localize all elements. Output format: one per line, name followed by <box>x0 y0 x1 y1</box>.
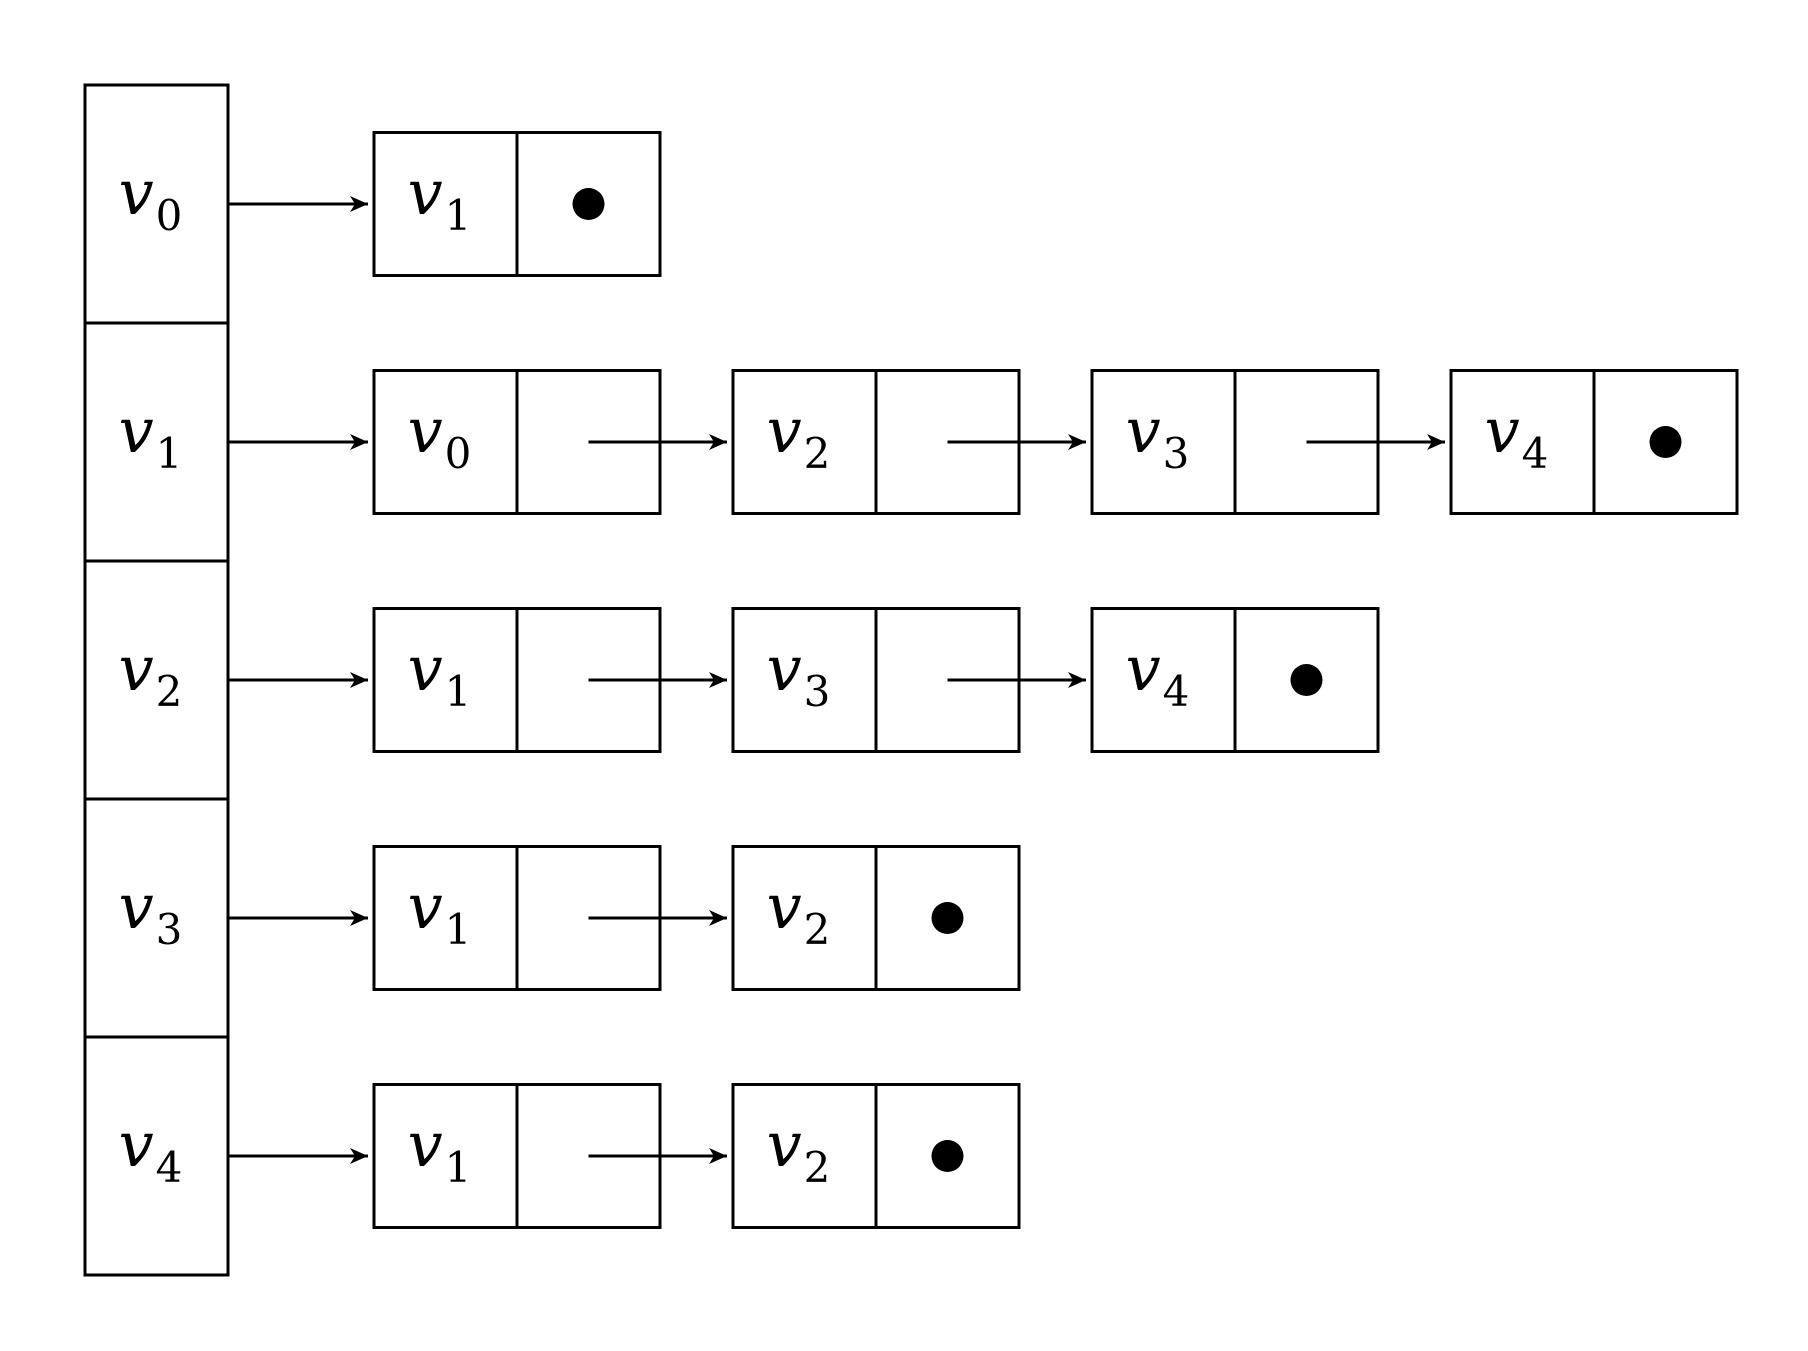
head-cell-label-symbol: v <box>119 156 154 229</box>
list-node-label-symbol: v <box>1485 394 1520 467</box>
head-cell-label-symbol: v <box>119 870 154 943</box>
head-cell-label: v3 <box>119 870 183 954</box>
head-cell-label-index: 0 <box>156 191 183 240</box>
pointer-arrows <box>229 196 1445 1164</box>
list-node-label: v3 <box>1126 394 1190 478</box>
head-cell-v0: v0 <box>83 83 230 325</box>
list-node-label: v2 <box>767 1108 831 1192</box>
list-node-label-index: 1 <box>445 191 472 240</box>
null-pointer-icon <box>1290 664 1323 696</box>
head-cell-label-index: 4 <box>156 1143 183 1192</box>
list-node-label-symbol: v <box>408 870 443 943</box>
null-pointer-icon <box>931 1140 964 1172</box>
head-cell-label-symbol: v <box>119 632 154 705</box>
head-cell-v3: v3 <box>83 797 230 1039</box>
list-node-label-index: 0 <box>445 429 472 478</box>
head-cell-box <box>83 1035 230 1277</box>
head-cell-box <box>83 797 230 1039</box>
list-node-label-symbol: v <box>408 1108 443 1181</box>
head-cell-label: v0 <box>119 156 183 240</box>
head-cell-label: v1 <box>119 394 183 478</box>
head-cell-label-symbol: v <box>119 1108 154 1181</box>
list-node-label-index: 4 <box>1163 667 1190 716</box>
list-node-v3-1: v2 <box>731 845 1021 991</box>
null-pointer-icon <box>572 188 605 220</box>
null-pointer-icon <box>1649 426 1682 458</box>
list-node-label-symbol: v <box>767 1108 802 1181</box>
list-node-label: v1 <box>408 632 472 716</box>
list-node-label: v3 <box>767 632 831 716</box>
list-node-v2-2: v4 <box>1090 607 1380 753</box>
list-node-label: v4 <box>1485 394 1549 478</box>
head-cell-label: v2 <box>119 632 183 716</box>
list-node-label-index: 2 <box>804 429 831 478</box>
list-node-v4-1: v2 <box>731 1083 1021 1229</box>
head-cell-label: v4 <box>119 1108 183 1192</box>
head-cell-v4: v4 <box>83 1035 230 1277</box>
list-node-label: v1 <box>408 1108 472 1192</box>
list-node-label-index: 2 <box>804 1143 831 1192</box>
list-node-label-index: 1 <box>445 1143 472 1192</box>
list-node-label-index: 3 <box>1163 429 1190 478</box>
head-cell-label-index: 1 <box>156 429 183 478</box>
list-node-label-index: 1 <box>445 667 472 716</box>
list-node-label-symbol: v <box>408 394 443 467</box>
head-cell-box <box>83 559 230 801</box>
list-node-label-symbol: v <box>1126 632 1161 705</box>
list-node-label-symbol: v <box>767 870 802 943</box>
null-pointer-icon <box>931 902 964 934</box>
list-node-label: v4 <box>1126 632 1190 716</box>
head-cell-v1: v1 <box>83 321 230 563</box>
list-node-label-symbol: v <box>408 156 443 229</box>
list-node-label-symbol: v <box>767 632 802 705</box>
list-node-v0-0: v1 <box>372 131 662 277</box>
head-cell-box <box>83 321 230 563</box>
list-node-label-index: 4 <box>1522 429 1549 478</box>
head-cell-label-symbol: v <box>119 394 154 467</box>
list-node-label-index: 2 <box>804 905 831 954</box>
list-node-label-symbol: v <box>1126 394 1161 467</box>
list-node-label-index: 3 <box>804 667 831 716</box>
list-node-v2-0: v1 <box>372 607 662 753</box>
list-node-label: v1 <box>408 870 472 954</box>
list-node-label: v0 <box>408 394 472 478</box>
head-cell-label-index: 3 <box>156 905 183 954</box>
list-node-v1-3: v4 <box>1449 369 1739 515</box>
head-cell-label-index: 2 <box>156 667 183 716</box>
list-node-label: v1 <box>408 156 472 240</box>
list-node-label: v2 <box>767 870 831 954</box>
list-node-label-symbol: v <box>408 632 443 705</box>
head-cell-v2: v2 <box>83 559 230 801</box>
list-node-label-index: 1 <box>445 905 472 954</box>
list-node-label: v2 <box>767 394 831 478</box>
list-node-label-symbol: v <box>767 394 802 467</box>
head-cell-box <box>83 83 230 325</box>
